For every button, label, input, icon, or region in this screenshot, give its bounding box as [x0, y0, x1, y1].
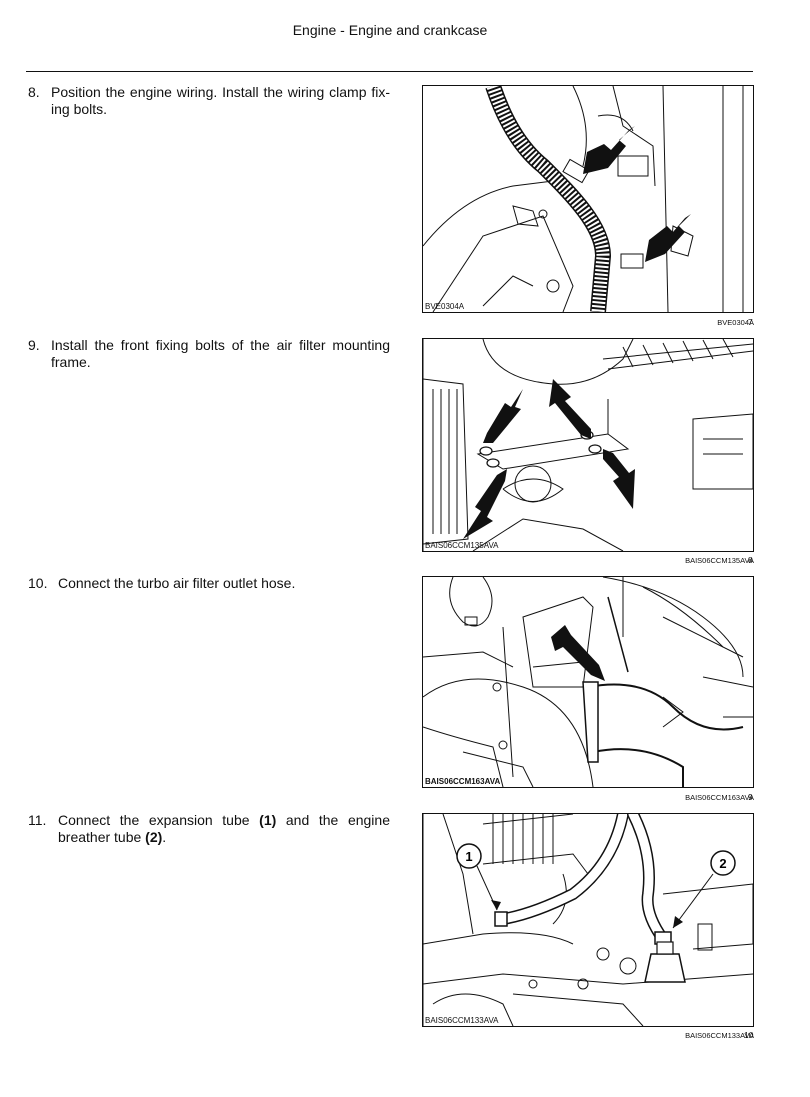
figure-number: 10 — [744, 1030, 754, 1040]
step-number: 10. — [28, 575, 48, 591]
figure-inner-ref: BVE0304A — [425, 302, 465, 311]
step-text: Install the front fixing bolts of the ai… — [51, 337, 390, 370]
figure-inner-ref: BAIS06CCM135AVA — [425, 541, 499, 550]
callout-1-circle — [456, 843, 482, 869]
figure-9-illustration: BAIS06CCM163AVA — [422, 576, 754, 788]
figure-number: 8 — [748, 555, 753, 565]
figure-inner-ref: BAIS06CCM133AVA — [425, 1016, 499, 1025]
step-text-part: . — [162, 829, 167, 845]
figure-caption: BAIS06CCM135AVA — [685, 556, 754, 565]
step-text-part: and the engine breather tube — [58, 812, 390, 845]
step-text-part: Connect the expansion tube — [58, 812, 260, 828]
callout-1-label: 1 — [465, 849, 472, 864]
step-11: 11. Connect the expansion tube (1) and t… — [28, 812, 390, 846]
figure-number: 7 — [748, 317, 753, 327]
figure-number: 9 — [748, 792, 753, 802]
figure-10-illustration: 1 2 BAIS06CCM133AVA — [422, 813, 754, 1027]
step-text: Connect the turbo air filter outlet hose… — [58, 575, 296, 591]
callout-2-circle — [710, 850, 736, 876]
turbo-hose-drawing — [423, 577, 753, 787]
figure-caption: BAIS06CCM163AVA — [685, 793, 754, 802]
step-number: 8. — [28, 84, 40, 100]
callout-ref-2: (2) — [145, 829, 163, 845]
figure-caption: BVE0304A — [717, 318, 754, 327]
step-text: Connect the expansion tube (1) and the e… — [28, 812, 390, 846]
figure-caption: BAIS06CCM133AVA — [685, 1031, 754, 1040]
step-number: 11. — [28, 812, 47, 828]
step-number: 9. — [28, 337, 40, 353]
figure-7-illustration: BVE0304A — [422, 85, 754, 313]
page-header: Engine - Engine and crankcase — [292, 22, 488, 38]
expansion-breather-tube-drawing: 1 2 — [423, 814, 753, 1026]
step-9: 9. Install the front fixing bolts of the… — [28, 337, 390, 371]
figure-8-illustration: BAIS06CCM135AVA — [422, 338, 754, 552]
header-rule — [26, 71, 753, 72]
step-10: 10. Connect the turbo air filter outlet … — [28, 575, 390, 592]
step-8: 8. Position the engine wiring. Install t… — [28, 84, 390, 118]
callout-2-label: 2 — [719, 856, 726, 871]
callout-ref-1: (1) — [259, 812, 277, 828]
figure-inner-ref: BAIS06CCM163AVA — [425, 777, 501, 786]
wiring-clamp-drawing — [423, 86, 744, 312]
air-filter-frame-drawing — [423, 339, 753, 551]
step-text: Position the engine wiring. Install the … — [51, 84, 390, 117]
